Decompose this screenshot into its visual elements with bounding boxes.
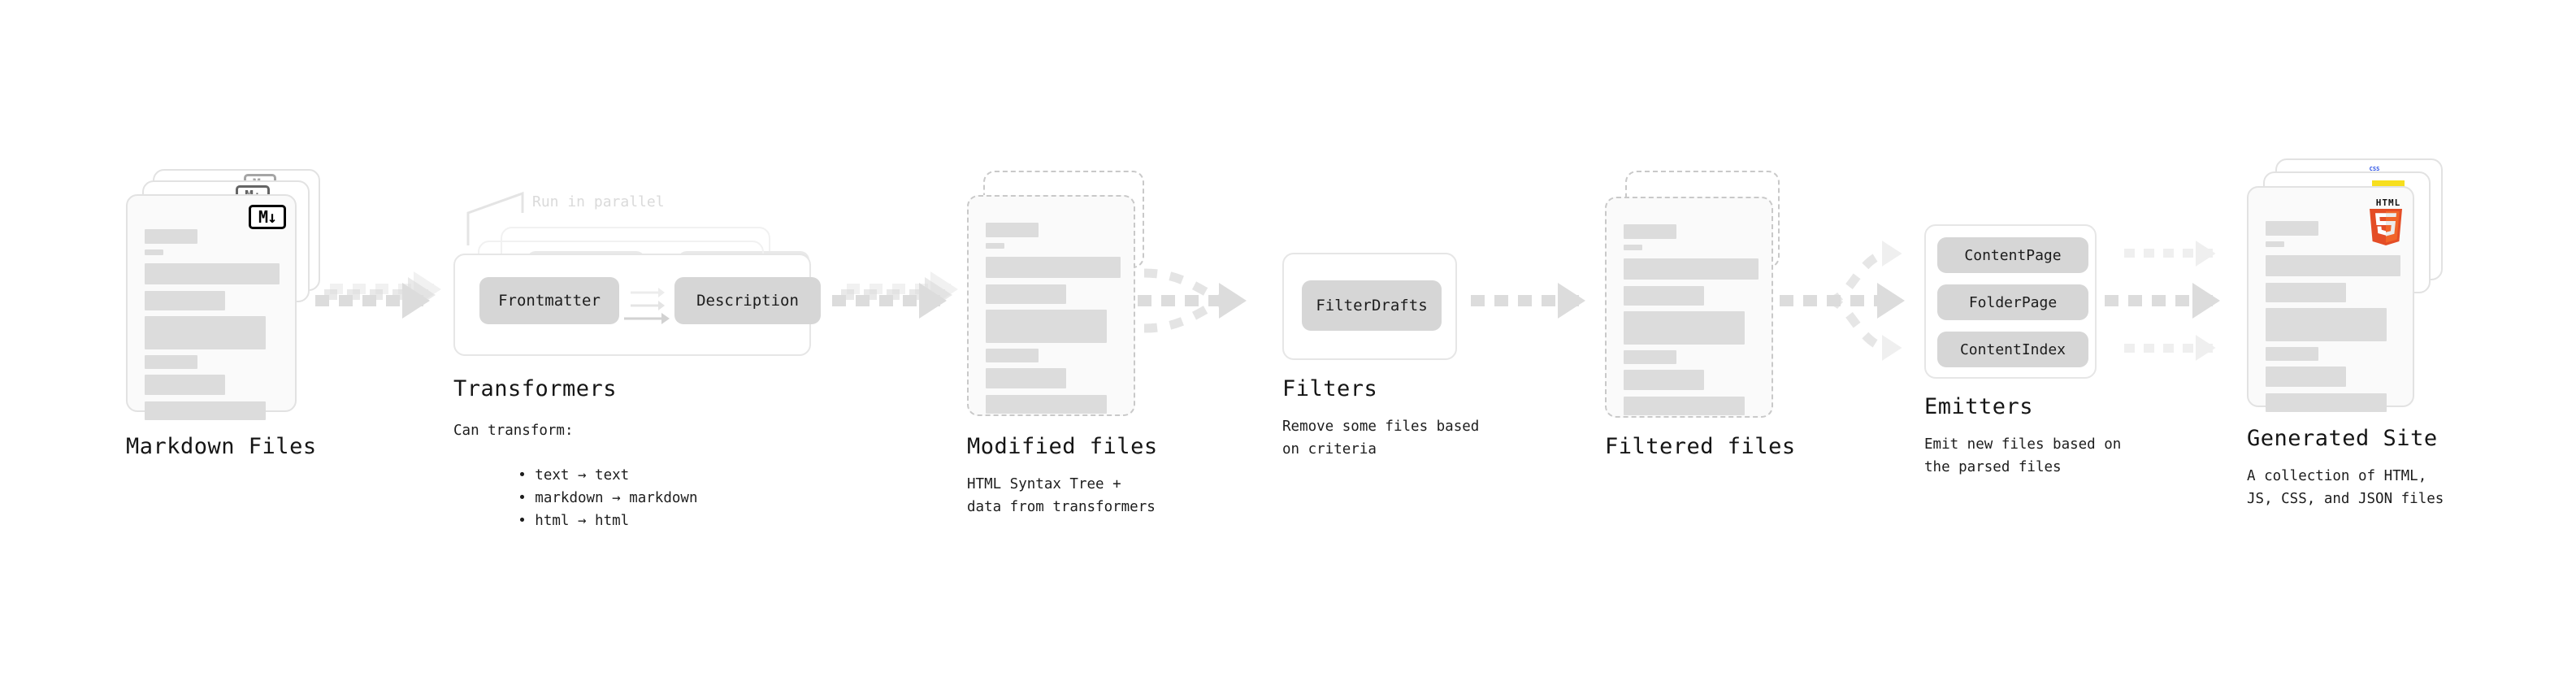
doc-line (986, 243, 1004, 249)
doc-line (145, 375, 225, 395)
arrow-transformers-to-modified (832, 271, 958, 319)
doc-line (986, 257, 1121, 278)
doc-line (145, 263, 280, 284)
doc-line (2266, 241, 2284, 247)
doc-line (1624, 286, 1704, 306)
arrow-filters-to-filtered (1471, 283, 1585, 319)
html5-badge: HTML (2370, 197, 2402, 245)
markdown-badge-front: M↓ (249, 205, 286, 229)
doc-line (1624, 370, 1704, 390)
doc-line (2266, 367, 2346, 387)
bullet-marker: • (518, 467, 536, 484)
emitter-pill-folderpage[interactable]: FolderPage (1937, 284, 2088, 320)
doc-line (145, 291, 225, 310)
transformer-bullet-1: • markdown → markdown (518, 490, 698, 507)
stage-subtitle-generated-site: A collection of HTML, JS, CSS, and JSON … (2247, 468, 2444, 508)
emitters-card[interactable]: ContentPage FolderPage ContentIndex (1924, 224, 2097, 379)
doc-line (145, 401, 266, 420)
doc-line (145, 316, 266, 349)
arrow-filtered-to-emitters (1780, 241, 1905, 361)
doc-line (986, 310, 1107, 343)
doc-line (2266, 255, 2400, 276)
doc-line (1624, 350, 1676, 364)
doc-line (1624, 258, 1759, 280)
modified-card-front[interactable] (967, 195, 1135, 416)
stage-title-filters: Filters (1282, 376, 1378, 401)
stage-title-transformers: Transformers (453, 376, 618, 401)
stage-subtitle-modified-files: HTML Syntax Tree + data from transformer… (967, 476, 1156, 516)
doc-line (986, 223, 1039, 237)
doc-line (2266, 347, 2318, 361)
doc-line (986, 368, 1066, 388)
doc-line (145, 355, 197, 369)
emitter-pill-contentpage[interactable]: ContentPage (1937, 237, 2088, 273)
doc-line (2266, 308, 2387, 341)
doc-line (986, 284, 1066, 304)
filtered-card-front[interactable] (1605, 197, 1773, 418)
doc-line (1624, 397, 1745, 415)
stage-subtitle-transformers: Can transform: (453, 423, 574, 439)
stage-subtitle-emitters: Emit new files based on the parsed files (1924, 436, 2122, 476)
arrow-markdown-to-transformers (315, 271, 441, 319)
doc-line (1624, 224, 1676, 239)
stage-title-emitters: Emitters (1924, 394, 2034, 419)
doc-line (145, 249, 163, 255)
transformer-bullet-2: • html → html (518, 513, 630, 530)
doc-line (1624, 245, 1642, 250)
doc-line (145, 229, 197, 244)
bullet-marker: • (518, 490, 536, 507)
stage-title-filtered-files: Filtered files (1605, 434, 1796, 459)
doc-line (2266, 393, 2387, 412)
filter-pill-filterdrafts[interactable]: FilterDrafts (1302, 280, 1442, 331)
stage-title-modified-files: Modified files (967, 434, 1158, 459)
doc-line (986, 349, 1039, 362)
doc-line (2266, 221, 2318, 236)
css-label: CSS (2369, 166, 2380, 172)
filters-card[interactable]: FilterDrafts (1282, 253, 1457, 360)
arrow-emitters-to-site (2105, 241, 2220, 361)
transformer-pill-frontmatter[interactable]: Frontmatter (479, 277, 619, 324)
transformer-card-front[interactable]: Frontmatter Description (453, 254, 821, 356)
transformer-pill-description[interactable]: Description (674, 277, 821, 324)
stage-title-markdown-files: Markdown Files (126, 434, 317, 459)
run-in-parallel-label: Run in parallel (532, 193, 665, 210)
stage-subtitle-filters: Remove some files based on criteria (1282, 419, 1480, 458)
stage-title-generated-site: Generated Site (2247, 426, 2438, 451)
svg-text:HTML: HTML (2376, 197, 2401, 208)
transformer-bullet-0: • text → text (518, 467, 630, 484)
emitter-pill-contentindex[interactable]: ContentIndex (1937, 332, 2088, 367)
doc-line (1624, 311, 1745, 345)
bullet-marker: • (518, 513, 536, 530)
doc-line (986, 395, 1107, 414)
markdown-card-front[interactable]: M↓ (126, 194, 297, 420)
arrow-modified-to-filters (1138, 268, 1247, 333)
site-card-front[interactable]: HTML (2247, 186, 2414, 412)
doc-line (2266, 283, 2346, 302)
